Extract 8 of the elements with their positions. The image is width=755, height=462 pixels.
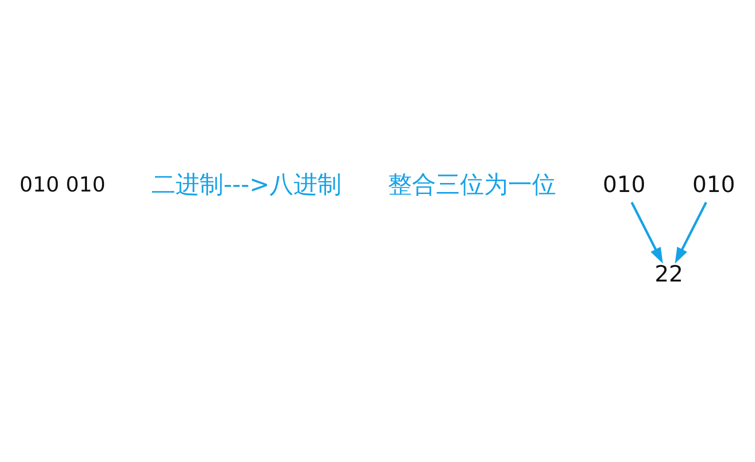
label: 整合三位为一位	[388, 170, 556, 199]
node-text: 22	[654, 262, 684, 288]
label: 二进制--->八进制	[151, 170, 342, 199]
arrow	[630, 202, 663, 264]
arrow	[674, 202, 708, 264]
node-text: 010	[602, 172, 646, 198]
node-text: 010	[692, 172, 736, 198]
label: 010 010	[19, 172, 106, 197]
